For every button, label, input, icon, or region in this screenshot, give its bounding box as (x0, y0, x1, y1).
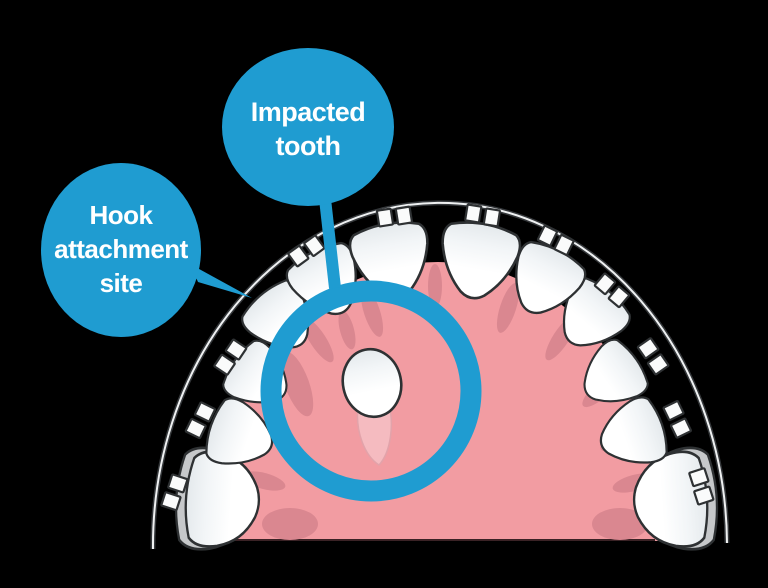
archwire-core (151, 202, 728, 550)
archwire (150, 200, 730, 550)
gum-shadow-wedge (496, 283, 520, 333)
callout-hook-label-line1: Hook (90, 200, 154, 230)
callout-impacted-label-line2: tooth (276, 131, 341, 161)
gum-shadows (242, 264, 656, 540)
highlight-ring (260, 280, 482, 502)
gum-shadow-wedge (428, 264, 442, 308)
gum-shadow-corner (592, 508, 648, 540)
callout-impacted-connector (318, 189, 341, 289)
gum-shadow-wedge (280, 351, 314, 417)
gum-shadow-wedge (302, 317, 334, 363)
callout-impacted-tooth: Impacted tooth (222, 48, 394, 289)
callout-hook-label-line2: attachment (54, 234, 189, 264)
callout-hook-pointer (190, 264, 252, 298)
gum-shadow-wedge (242, 471, 286, 491)
impacted-tooth (341, 347, 403, 419)
callout-hook-bubble (41, 163, 201, 337)
gum-shadow-wedge (338, 310, 356, 350)
callout-hook-label-line3: site (100, 268, 143, 298)
callout-hook-attachment: Hook attachment site (41, 163, 252, 337)
callout-impacted-label-line1: Impacted (251, 97, 366, 127)
gum-shadow-corner (262, 508, 318, 540)
callout-impacted-bubble (222, 48, 394, 206)
